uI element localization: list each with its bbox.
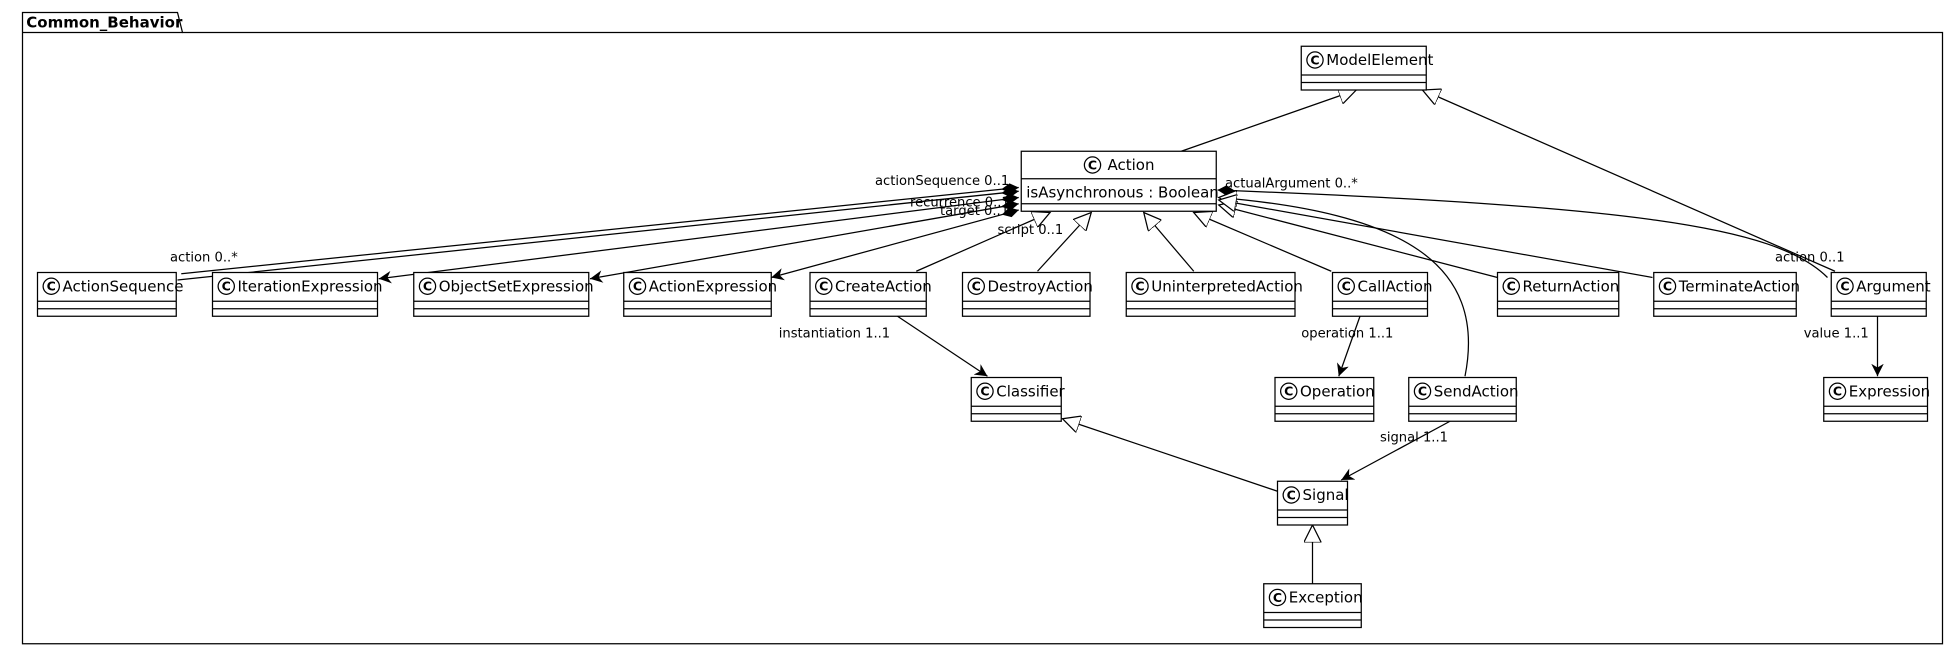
class-exception[interactable]: C Exception bbox=[1263, 583, 1363, 629]
class-marker: C bbox=[222, 279, 231, 294]
action-attribute: isAsynchronous : Boolean bbox=[1026, 184, 1219, 202]
class-uninterpretedaction[interactable]: C UninterpretedAction bbox=[1125, 271, 1303, 317]
class-name: TerminateAction bbox=[1678, 277, 1800, 295]
edge-callaction-operation bbox=[1337, 316, 1361, 377]
class-name: IterationExpression bbox=[238, 277, 383, 295]
class-operation[interactable]: C Operation bbox=[1274, 376, 1375, 422]
label-operation: operation 1..1 bbox=[1301, 327, 1393, 342]
class-action[interactable]: C Action isAsynchronous : Boolean bbox=[1020, 150, 1219, 212]
class-name: UninterpretedAction bbox=[1151, 277, 1303, 295]
class-objectsetexpression[interactable]: C ObjectSetExpression bbox=[413, 271, 594, 317]
edge-action-actionexpression bbox=[771, 207, 1019, 281]
class-name: ActionSequence bbox=[63, 277, 184, 295]
edge-callaction-to-action bbox=[1194, 213, 1332, 272]
class-marker: C bbox=[819, 279, 828, 294]
edge-sendaction-to-action bbox=[1219, 198, 1470, 377]
edge-destroyaction-to-action bbox=[1037, 213, 1092, 272]
edge-signal-to-classifier bbox=[1063, 419, 1278, 492]
class-name: Action bbox=[1108, 156, 1155, 174]
class-name: ModelElement bbox=[1326, 51, 1433, 69]
class-actionsequence[interactable]: C ActionSequence bbox=[36, 271, 184, 317]
class-marker: C bbox=[1833, 384, 1842, 399]
class-marker: C bbox=[1088, 157, 1097, 172]
class-marker: C bbox=[1663, 279, 1672, 294]
edge-labels: actionSequence 0..1 recurrence 0..1 targ… bbox=[170, 174, 1869, 445]
class-name: ObjectSetExpression bbox=[439, 277, 594, 295]
class-name: CallAction bbox=[1358, 277, 1433, 295]
class-actionexpression[interactable]: C ActionExpression bbox=[623, 271, 777, 317]
edge-sendaction-signal bbox=[1340, 420, 1451, 481]
class-sendaction[interactable]: C SendAction bbox=[1408, 376, 1519, 422]
class-marker: C bbox=[1287, 487, 1296, 502]
class-modelelement[interactable]: C ModelElement bbox=[1300, 45, 1434, 91]
class-name: Exception bbox=[1289, 589, 1363, 607]
class-marker: C bbox=[1310, 52, 1319, 67]
class-marker: C bbox=[633, 279, 642, 294]
label-signal: signal 1..1 bbox=[1380, 430, 1448, 445]
class-marker: C bbox=[423, 279, 432, 294]
class-marker: C bbox=[980, 384, 989, 399]
edge-terminateaction-to-action bbox=[1219, 200, 1653, 279]
class-marker: C bbox=[1342, 279, 1351, 294]
label-instantiation: instantiation 1..1 bbox=[779, 327, 890, 342]
class-signal[interactable]: C Signal bbox=[1276, 480, 1349, 526]
class-name: Argument bbox=[1856, 277, 1931, 295]
class-name: Classifier bbox=[996, 382, 1065, 400]
class-marker: C bbox=[47, 279, 56, 294]
label-action-sequence: actionSequence 0..1 bbox=[875, 174, 1009, 189]
class-expression[interactable]: C Expression bbox=[1823, 376, 1930, 422]
class-createaction[interactable]: C CreateAction bbox=[809, 271, 932, 317]
class-name: Expression bbox=[1849, 382, 1930, 400]
class-name: CreateAction bbox=[835, 277, 932, 295]
package-common-behavior: Common_Behavior bbox=[21, 11, 1944, 645]
label-target: target 0..1 bbox=[940, 204, 1009, 219]
class-name: DestroyAction bbox=[988, 277, 1093, 295]
label-value: value 1..1 bbox=[1804, 327, 1869, 342]
class-name: ActionExpression bbox=[649, 277, 777, 295]
package-name: Common_Behavior bbox=[26, 14, 183, 32]
label-script: script 0..1 bbox=[998, 223, 1064, 238]
class-terminateaction[interactable]: C TerminateAction bbox=[1653, 271, 1800, 317]
label-actual-argument: actualArgument 0..* bbox=[1225, 177, 1358, 192]
edge-actionsequence-action bbox=[181, 183, 1019, 275]
edge-returnaction-to-action bbox=[1219, 205, 1498, 279]
class-callaction[interactable]: C CallAction bbox=[1331, 271, 1433, 317]
class-name: ReturnAction bbox=[1523, 277, 1620, 295]
class-argument[interactable]: C Argument bbox=[1830, 271, 1931, 317]
edge-createaction-to-action bbox=[915, 213, 1050, 272]
class-iterationexpression[interactable]: C IterationExpression bbox=[211, 271, 383, 317]
class-classifier[interactable]: C Classifier bbox=[970, 376, 1066, 422]
edge-createaction-classifier bbox=[897, 315, 988, 377]
label-recurrence: recurrence 0..1 bbox=[910, 195, 1010, 210]
edge-uninterpreted-to-action bbox=[1144, 213, 1195, 272]
edge-action-to-modelelement bbox=[1181, 90, 1356, 152]
class-destroyaction[interactable]: C DestroyAction bbox=[961, 271, 1093, 317]
class-marker: C bbox=[1284, 384, 1293, 399]
class-returnaction[interactable]: C ReturnAction bbox=[1496, 271, 1620, 317]
class-name: Signal bbox=[1303, 486, 1349, 504]
class-marker: C bbox=[1418, 384, 1427, 399]
class-marker: C bbox=[972, 279, 981, 294]
class-marker: C bbox=[1840, 279, 1849, 294]
edge-action-actionsequence bbox=[177, 187, 1019, 281]
class-marker: C bbox=[1135, 279, 1144, 294]
generalizations bbox=[915, 90, 1836, 584]
label-action-one: action 0..1 bbox=[1775, 250, 1845, 265]
edge-action-argument bbox=[1217, 185, 1828, 278]
class-name: SendAction bbox=[1434, 382, 1519, 400]
class-name: Operation bbox=[1300, 382, 1375, 400]
label-action-many: action 0..* bbox=[170, 250, 238, 265]
associations bbox=[177, 183, 1884, 481]
class-marker: C bbox=[1507, 279, 1516, 294]
class-marker: C bbox=[1273, 590, 1282, 605]
edge-argument-to-modelelement bbox=[1423, 90, 1836, 272]
